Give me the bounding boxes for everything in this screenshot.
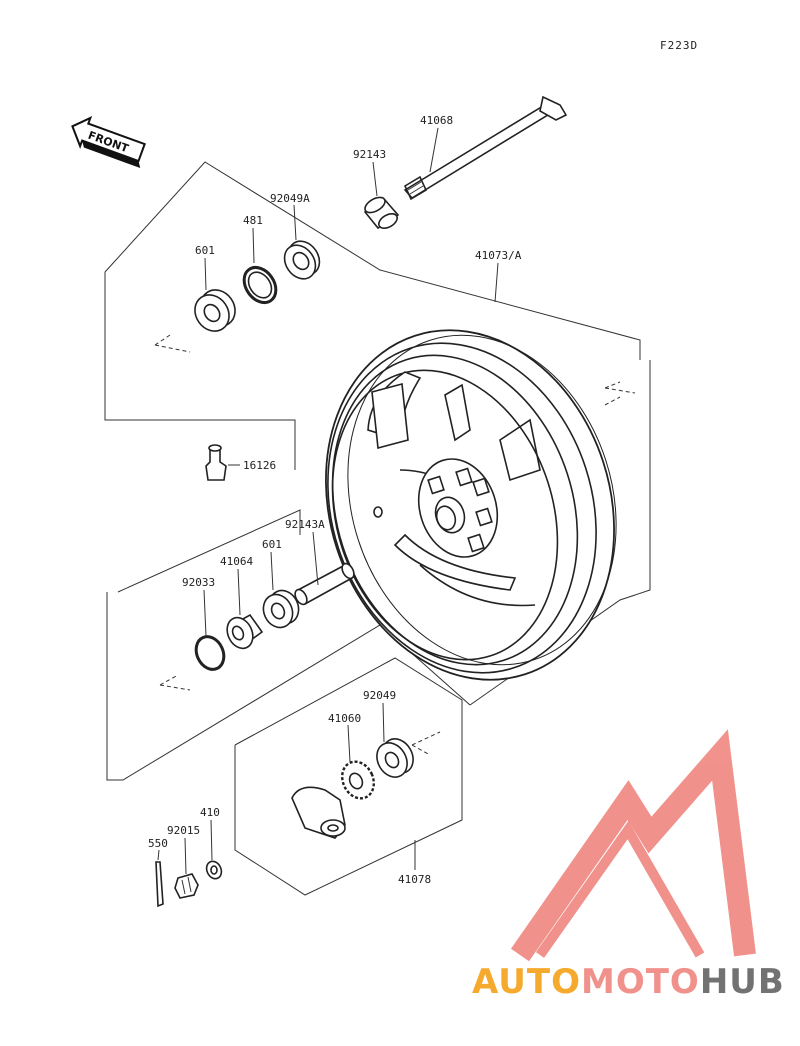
washer-410 <box>205 860 223 880</box>
label-410: 410 <box>200 806 220 819</box>
spacer-92143A <box>294 562 355 606</box>
label-41073A: 41073/A <box>475 249 522 262</box>
watermark-text: AUTOMOTOHUB <box>472 962 785 1002</box>
label-92143: 92143 <box>353 148 386 161</box>
label-550: 550 <box>148 837 168 850</box>
bearing-601-top <box>194 289 236 332</box>
label-481: 481 <box>243 214 263 227</box>
watermark-hub: HUB <box>700 962 785 1002</box>
figure-code: F223D <box>660 39 698 52</box>
front-arrow-icon: FRONT <box>71 116 146 169</box>
assembly-outline <box>104 161 651 896</box>
label-92049: 92049 <box>363 689 396 702</box>
label-41064: 41064 <box>220 555 253 568</box>
leader-lines <box>157 127 499 875</box>
oil-seal-92049A <box>283 240 321 280</box>
label-41060: 41060 <box>328 712 361 725</box>
label-41078: 41078 <box>398 873 431 886</box>
bearing-601-mid <box>262 589 300 629</box>
wheel-41073A <box>325 329 617 681</box>
oil-seal-92049 <box>376 738 414 778</box>
part-labels: 41068 92143 92049A 481 601 41073/A 16126… <box>148 114 522 886</box>
label-92049A: 92049A <box>270 192 310 205</box>
collar-92143 <box>363 196 400 230</box>
label-601-top: 601 <box>195 244 215 257</box>
label-601-mid: 601 <box>262 538 282 551</box>
label-16126: 16126 <box>243 459 276 472</box>
collar-41064 <box>226 613 264 650</box>
circlip-92033 <box>194 635 226 671</box>
valve-16126 <box>205 444 227 481</box>
watermark-logo: AUTOMOTOHUB <box>472 729 785 1002</box>
label-41068: 41068 <box>420 114 453 127</box>
watermark-moto: MOTO <box>581 962 700 1002</box>
axle-41068 <box>403 95 568 201</box>
label-92015: 92015 <box>167 824 200 837</box>
gearbox-41078 <box>291 786 346 839</box>
label-92143A: 92143A <box>285 518 325 531</box>
label-92033: 92033 <box>182 576 215 589</box>
watermark-auto: AUTO <box>472 962 581 1002</box>
nut-92015 <box>174 873 199 899</box>
cotter-pin-550 <box>155 861 164 908</box>
gear-41060 <box>341 760 375 800</box>
circlip-481 <box>242 265 278 305</box>
